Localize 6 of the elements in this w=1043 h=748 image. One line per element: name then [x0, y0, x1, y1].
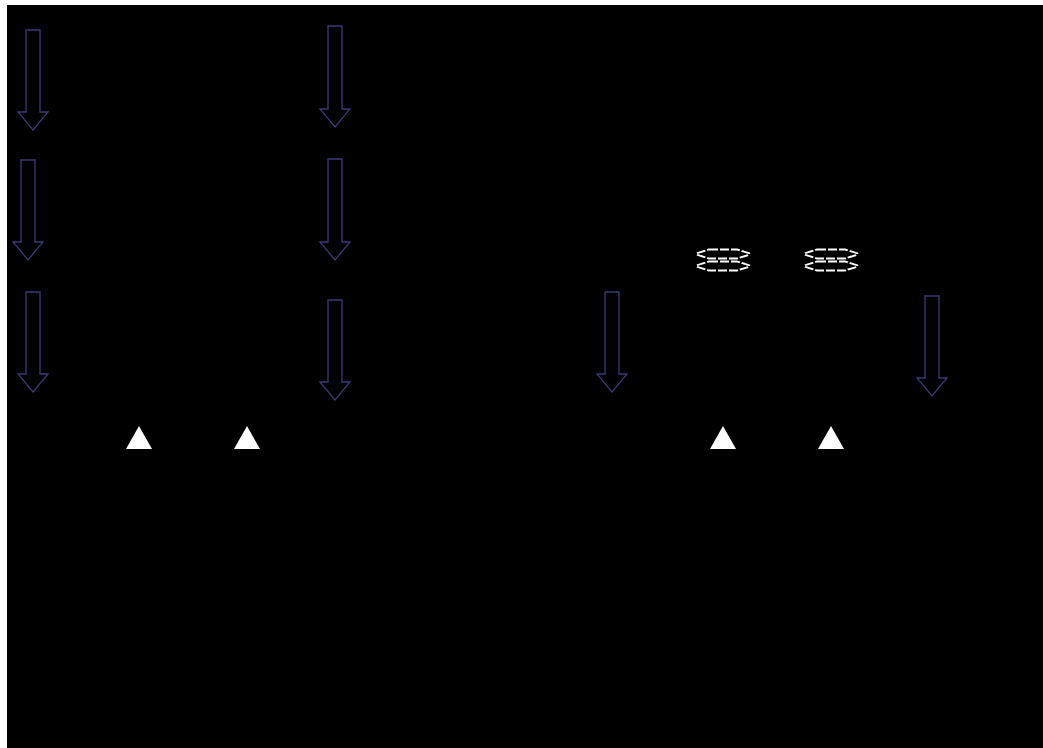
triangle-marker	[126, 426, 152, 449]
ring-drawing	[803, 248, 859, 272]
ring-drawing	[695, 248, 751, 272]
triangle-marker	[710, 426, 736, 449]
triangle-marker	[234, 426, 260, 449]
triangle-marker	[818, 426, 844, 449]
